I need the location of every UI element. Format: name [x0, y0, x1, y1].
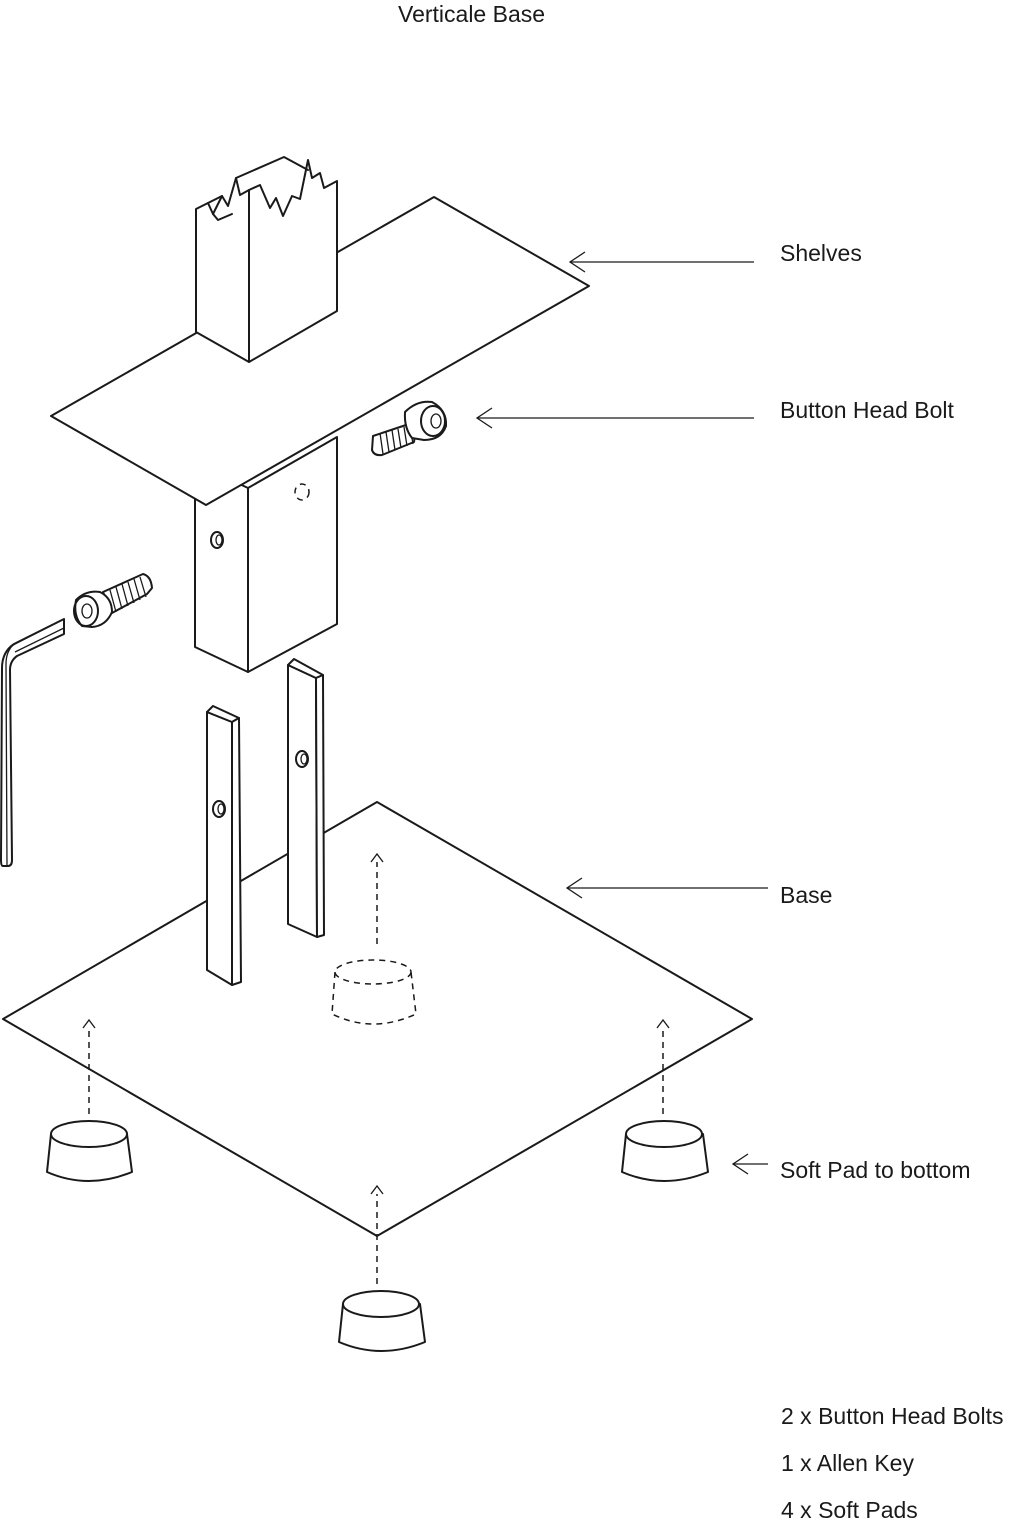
connector-plate-left	[206, 705, 242, 986]
label-base: Base	[780, 882, 833, 908]
soft-pad-bottom	[338, 1290, 426, 1352]
soft-pad-right	[621, 1120, 709, 1182]
upright-post	[194, 436, 338, 673]
label-arrows	[475, 251, 768, 1175]
connector-plate-right	[287, 658, 325, 938]
parts-list: 2 x Button Head Bolts 1 x Allen Key 4 x …	[781, 1393, 1003, 1534]
button-head-bolt-right	[371, 400, 448, 457]
parts-list-item: 4 x Soft Pads	[781, 1497, 918, 1523]
label-button-head-bolt: Button Head Bolt	[780, 397, 954, 423]
upper-post-fragment	[195, 156, 338, 363]
label-soft-pad: Soft Pad to bottom	[780, 1157, 971, 1183]
parts-list-item: 2 x Button Head Bolts	[781, 1403, 1004, 1429]
button-head-bolt-left	[73, 573, 153, 628]
assembly-arrows	[82, 852, 670, 1284]
parts-list-item: 1 x Allen Key	[781, 1450, 914, 1476]
label-shelves: Shelves	[780, 240, 862, 266]
allen-key	[0, 618, 65, 867]
center-soft-pad-outline	[331, 959, 417, 1025]
soft-pad-left	[46, 1120, 133, 1182]
diagram-title: Verticale Base	[398, 1, 546, 27]
